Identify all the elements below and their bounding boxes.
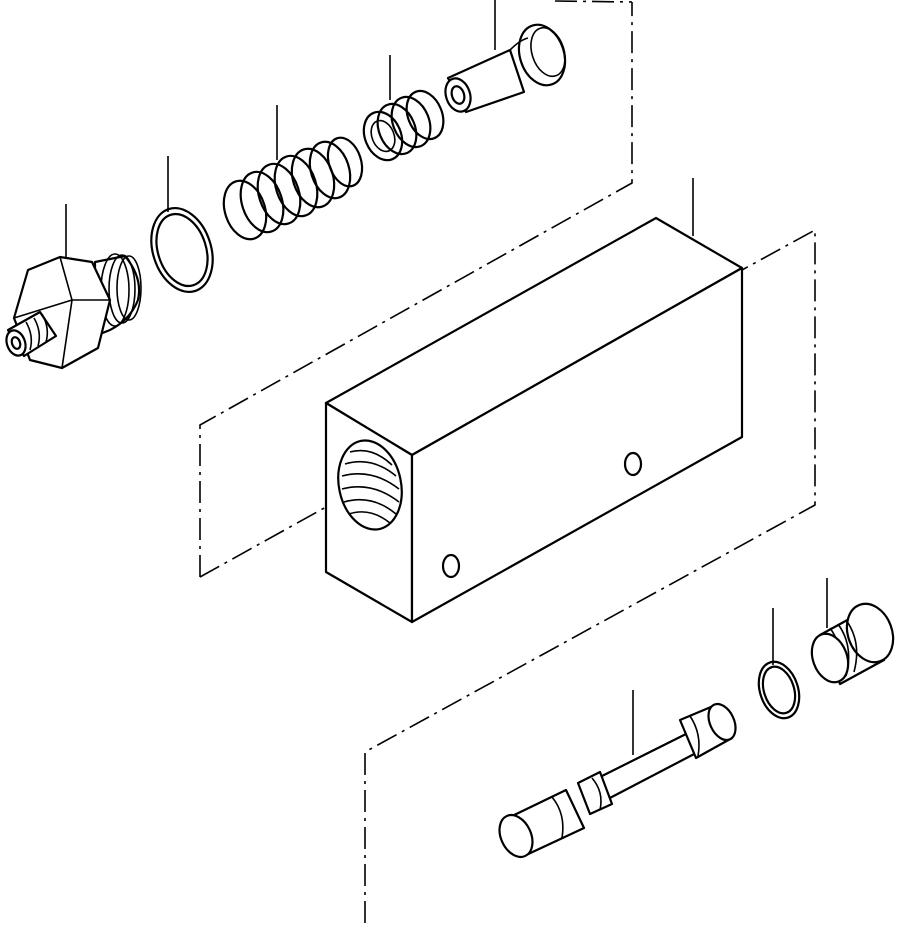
phantom-lines bbox=[199, 0, 816, 923]
large-spring bbox=[222, 136, 364, 241]
pressure-switch bbox=[5, 253, 142, 370]
seat bbox=[444, 23, 567, 114]
o-ring-upper bbox=[150, 207, 214, 293]
leader-lines bbox=[65, 0, 828, 755]
o-ring-lower bbox=[757, 660, 801, 720]
plug bbox=[810, 602, 895, 686]
small-spring bbox=[362, 89, 445, 162]
valve-block bbox=[324, 216, 744, 624]
spool bbox=[498, 702, 737, 859]
